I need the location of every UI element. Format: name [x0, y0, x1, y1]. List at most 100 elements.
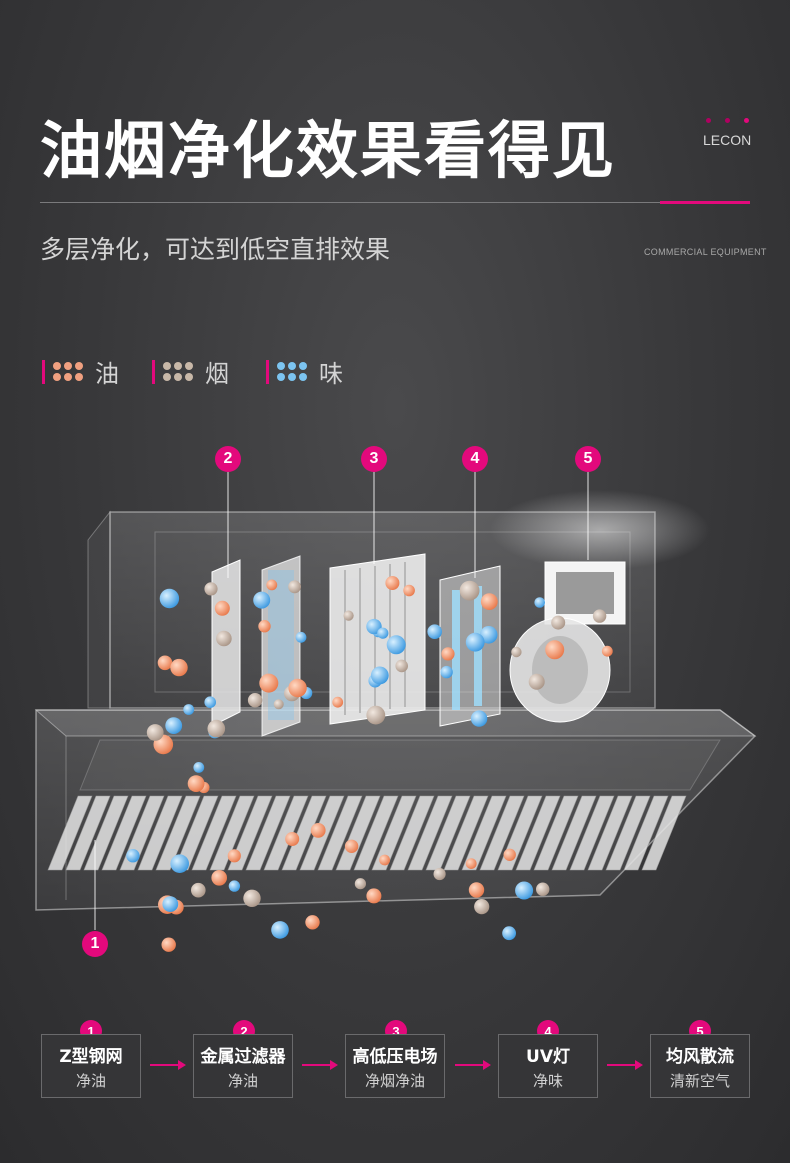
particle [427, 624, 443, 639]
tagline: COMMERCIAL EQUIPMENT [644, 247, 767, 257]
mesh-blade [569, 795, 615, 871]
particle [162, 896, 179, 912]
mesh-blade [479, 795, 525, 871]
particle [441, 647, 455, 661]
step-electric-field: 高低压电场 净烟净油 [345, 1034, 445, 1098]
particle [480, 593, 498, 610]
particle [502, 926, 516, 941]
mesh-blade [371, 795, 417, 871]
particle [126, 849, 140, 863]
particle [465, 632, 485, 652]
particle [305, 915, 320, 930]
particle [385, 576, 400, 590]
particle [207, 719, 226, 738]
subtitle: 多层净化，可达到低空直排效果 [40, 235, 391, 264]
mesh-blade [461, 795, 507, 871]
mesh-blade [191, 795, 237, 871]
particle [395, 659, 409, 673]
particle [503, 848, 516, 861]
mesh-blade [263, 795, 309, 871]
mesh-blade [137, 795, 183, 871]
particle [271, 921, 289, 939]
callout-badge-5: 5 [575, 446, 601, 472]
step-desc: 净味 [532, 1071, 563, 1090]
electric-field [329, 553, 426, 725]
particle [479, 626, 498, 644]
mesh-blade [101, 795, 147, 871]
particle [259, 673, 279, 693]
particle [332, 696, 344, 708]
particle [191, 882, 206, 898]
particle [228, 880, 241, 892]
legend-bar [42, 359, 45, 384]
step-desc: 净烟净油 [364, 1071, 425, 1090]
step-name: 高低压电场 [352, 1046, 438, 1067]
particle [470, 710, 488, 727]
particle [165, 717, 183, 734]
step-desc: 净油 [75, 1071, 106, 1090]
blower-fan [490, 490, 710, 723]
particle [601, 645, 613, 657]
step-desc: 清新空气 [669, 1071, 730, 1090]
brand-dots [706, 118, 749, 123]
purifier-illustration [34, 472, 757, 952]
particle [285, 832, 300, 846]
particle [468, 882, 485, 898]
step-metal-filter: 金属过滤器 净油 [193, 1034, 293, 1098]
particle [170, 658, 188, 677]
mesh-blade [515, 795, 561, 871]
particle [386, 635, 406, 655]
mesh-blade [155, 795, 201, 871]
legend-smoke: 烟 [152, 354, 229, 389]
particle [288, 580, 301, 594]
smoke-dots-icon [163, 362, 193, 381]
mesh-blade [65, 795, 111, 871]
arrow-right-icon [455, 1060, 491, 1070]
lower-hood [34, 709, 757, 911]
particle [288, 678, 307, 698]
particle [379, 854, 390, 866]
particle [534, 597, 545, 608]
divider-accent [660, 201, 750, 204]
mesh-blade [245, 795, 291, 871]
legend-bar [152, 359, 155, 384]
arrow-right-icon [302, 1060, 338, 1070]
step-uv-lamp: UV灯 净味 [498, 1034, 598, 1098]
particle [273, 699, 284, 710]
particle [183, 704, 195, 715]
mesh-blade [533, 795, 579, 871]
legend-label-oil: 油 [95, 360, 119, 388]
callout-badge-1: 1 [82, 931, 108, 957]
mesh-blade [407, 795, 453, 871]
callout-badge-3: 3 [361, 446, 387, 472]
legend-label-smoke: 烟 [205, 360, 229, 388]
particle [187, 775, 205, 792]
particle [354, 878, 366, 890]
callout-badge-2: 2 [215, 446, 241, 472]
particle [204, 582, 218, 596]
particle [366, 888, 382, 904]
mesh-blade [641, 795, 687, 871]
particle [227, 849, 241, 863]
particle [295, 631, 307, 643]
particle [403, 584, 415, 597]
legend-odor: 味 [266, 354, 343, 389]
particle [459, 580, 480, 601]
arrow-right-icon [607, 1060, 643, 1070]
step-name: Z型钢网 [59, 1046, 123, 1067]
particle [204, 696, 216, 708]
step-fan: 均风散流 清新空气 [650, 1034, 750, 1098]
particle [211, 870, 227, 886]
particle [465, 858, 477, 869]
step-name: 金属过滤器 [200, 1046, 286, 1067]
particle [545, 640, 565, 660]
legend-oil: 油 [42, 354, 119, 389]
particle [536, 882, 550, 896]
particle [310, 823, 326, 838]
brand-logo-text: LECON [703, 132, 752, 148]
particle [214, 600, 230, 616]
particles [126, 576, 613, 952]
particle [161, 937, 176, 952]
mesh-blade [353, 795, 399, 871]
particle [157, 655, 173, 671]
